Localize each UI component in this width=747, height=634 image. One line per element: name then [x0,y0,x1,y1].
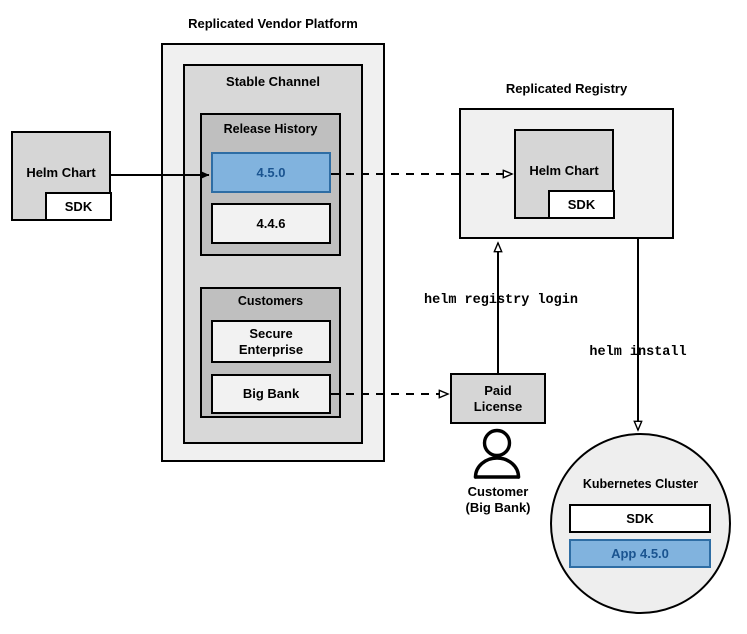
customer-item-big-bank[interactable]: Big Bank [211,374,331,414]
vendor-platform-title: Replicated Vendor Platform [188,16,358,31]
customer-actor-label: Customer (Big Bank) [465,484,531,516]
source-helm-chart-sdk[interactable]: SDK [45,192,112,221]
stable-channel-title: Stable Channel [226,74,320,89]
paid-license-box[interactable]: Paid License [450,373,546,424]
command-helm-install: helm install [589,345,687,360]
release-item-4-5-0[interactable]: 4.5.0 [211,152,331,193]
release-history-title: Release History [223,122,318,136]
registry-title: Replicated Registry [505,81,628,96]
customer-item-secure-enterprise[interactable]: Secure Enterprise [211,320,331,363]
customers-title: Customers [237,294,304,308]
kubernetes-cluster-title: Kubernetes Cluster [582,477,699,491]
registry-helm-chart-sdk[interactable]: SDK [548,190,615,219]
cluster-workload-app[interactable]: App 4.5.0 [569,539,711,568]
release-item-4-4-6[interactable]: 4.4.6 [211,203,331,244]
person-icon [473,428,521,479]
command-helm-registry-login: helm registry login [424,293,578,308]
cluster-workload-sdk[interactable]: SDK [569,504,711,533]
